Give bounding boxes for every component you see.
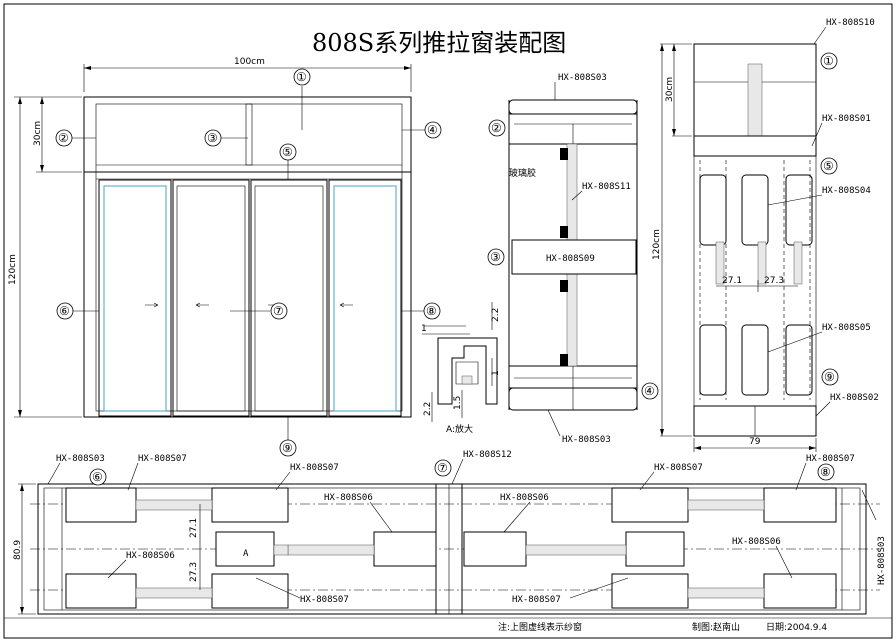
width-dim: 100cm [234, 57, 265, 67]
profile-s02-label: HX-808S02 [830, 393, 879, 403]
height-dim: 120cm [8, 254, 18, 285]
plan-s07-label-2: HX-808S07 [290, 463, 339, 473]
profile-s10-label: HX-808S10 [826, 18, 875, 28]
plan-dim-lower: 27.3 [189, 562, 199, 582]
callout-4: ④ [427, 123, 438, 137]
plan-center-profile-label: HX-808S12 [463, 450, 512, 460]
callout-9: ⑨ [282, 441, 293, 455]
callout-8: ⑧ [426, 304, 437, 318]
plan-s07-label-6: HX-808S07 [512, 595, 561, 605]
plan-left-outer-label: HX-808S03 [56, 454, 105, 464]
bottom-profile-label: HX-808S03 [562, 435, 611, 445]
mullion-profile-label: HX-808S11 [582, 182, 631, 192]
side-section: 27.1 27.3 120cm 30cm 79 HX-808S10 HX-808… [652, 18, 879, 452]
section-callout-3: ③ [490, 250, 501, 264]
detail-a: 1 2.2 1 1.5 2.2 A:放大 [421, 302, 501, 435]
callout-6: ⑥ [59, 304, 70, 318]
gap-left-dim: 27.1 [722, 276, 742, 286]
plan-view: 80.9 27.1 27.3 A HX-808S03 HX-808S07 HX-… [13, 450, 887, 615]
slide-arrow-icon [339, 302, 353, 308]
plan-callout-8: ⑧ [820, 465, 831, 479]
detail-dim-1: 1 [421, 324, 427, 334]
plan-right-outer-label: HX-808S03 [877, 536, 887, 585]
transom-profile-label: HX-808S09 [546, 254, 595, 264]
side-callout-5: ⑤ [823, 159, 834, 173]
plan-height-dim: 80.9 [13, 540, 23, 560]
section-callout-4: ④ [644, 384, 655, 398]
top-height-dim: 30cm [33, 121, 43, 146]
callout-3: ③ [207, 131, 218, 145]
footer-drawn-by: 制图:赵南山 [692, 621, 740, 633]
slide-arrow-icon [195, 302, 209, 308]
callout-1: ① [296, 70, 307, 84]
plan-callout-6: ⑥ [92, 470, 103, 484]
section-callout-2: ② [491, 121, 502, 135]
front-view: 100cm 120cm 30cm ① ② ③ ④ ⑤ ⑥ ⑦ [8, 57, 442, 457]
side-width-dim: 79 [749, 437, 761, 447]
profile-s05-label: HX-808S05 [822, 323, 871, 333]
plan-s07-label-3: HX-808S07 [654, 463, 703, 473]
side-height-dim: 120cm [652, 229, 662, 260]
side-callout-1: ① [823, 54, 834, 68]
detail-a-label: A:放大 [446, 423, 473, 435]
sheet-border [3, 3, 893, 639]
detail-marker-a: A [243, 549, 249, 559]
detail-dim-4: 1.5 [453, 396, 463, 410]
callout-7: ⑦ [273, 304, 284, 318]
plan-s06-label-2: HX-808S06 [500, 493, 549, 503]
plan-s07-label-4: HX-808S07 [806, 454, 855, 464]
slide-arrow-icon [145, 302, 159, 308]
profile-s01-label: HX-808S01 [822, 114, 871, 124]
callout-5: ⑤ [282, 145, 293, 159]
plan-s06-label-4: HX-808S06 [732, 537, 781, 547]
plan-s06-label-1: HX-808S06 [324, 493, 373, 503]
plan-dim-upper: 27.1 [189, 518, 199, 538]
plan-callout-7: ⑦ [437, 461, 448, 475]
gap-right-dim: 27.3 [764, 276, 784, 286]
detail-dim-5: 2.2 [423, 402, 433, 416]
plan-s07-label-1: HX-808S07 [138, 454, 187, 464]
detail-dim-2: 2.2 [491, 308, 501, 322]
footer-date: 日期:2004.9.4 [766, 622, 827, 633]
footer-note: 注:上图虚线表示纱窗 [498, 621, 582, 633]
callout-2: ② [58, 131, 69, 145]
profile-s04-label: HX-808S04 [822, 186, 871, 196]
plan-s07-label-5: HX-808S07 [300, 595, 349, 605]
side-callout-9: ⑨ [824, 370, 835, 384]
glue-label: 玻璃胶 [509, 167, 536, 179]
detail-dim-3: 1 [491, 370, 501, 376]
side-top-dim: 30cm [665, 77, 675, 102]
top-profile-label: HX-808S03 [558, 73, 607, 83]
plan-s06-label-3: HX-808S06 [126, 551, 175, 561]
vertical-section: HX-808S09 HX-808S03 玻璃胶 HX-808S11 HX-808… [487, 73, 659, 445]
drawing-title: 808S系列推拉窗装配图 [312, 29, 566, 57]
